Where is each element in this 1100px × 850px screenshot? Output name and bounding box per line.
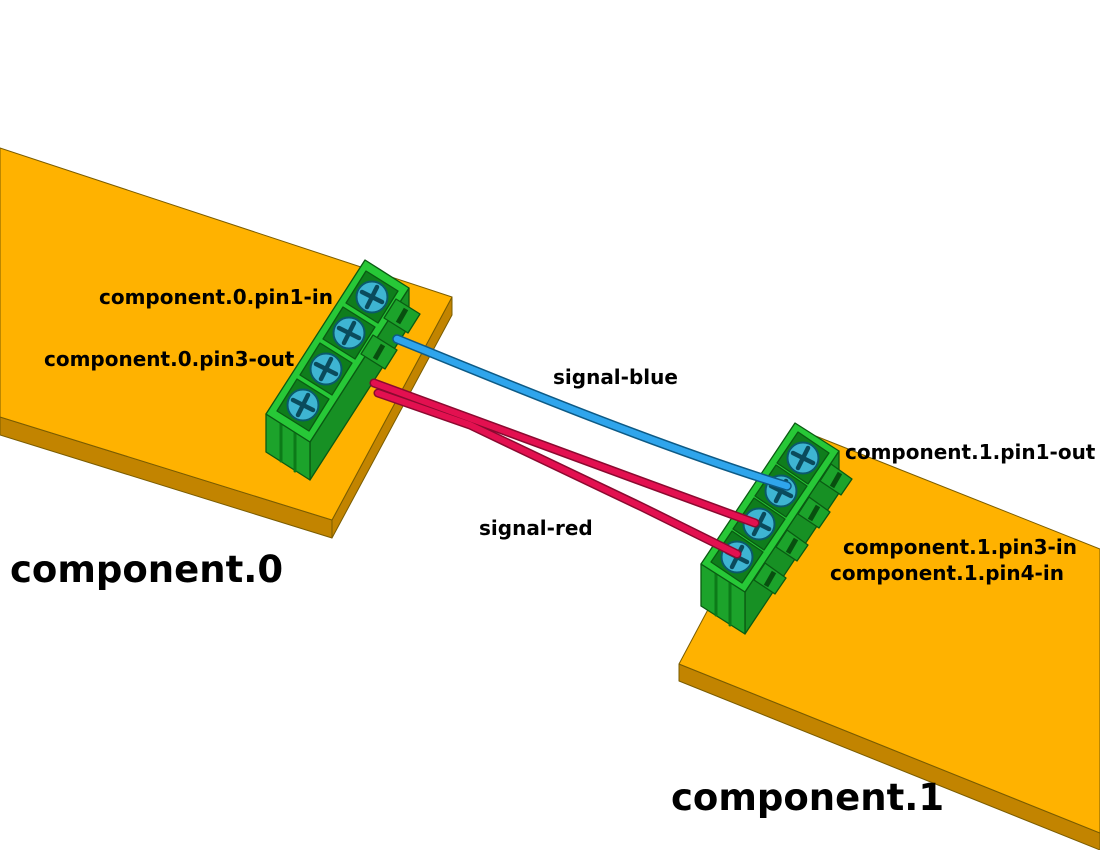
wire-red-core bbox=[371, 380, 758, 526]
connector-component-0[interactable] bbox=[265, 259, 421, 481]
screw-terminals-component-0 bbox=[276, 270, 399, 432]
component-0-title: component.0 bbox=[10, 548, 284, 591]
pin-label-component-0-pin3-out: component.0.pin3-out bbox=[44, 347, 295, 371]
pin-label-component-1-pin1-out: component.1.pin1-out bbox=[845, 440, 1096, 464]
wire-blue-core bbox=[393, 335, 791, 490]
signal-label-red: signal-red bbox=[479, 516, 593, 540]
wire-red-core bbox=[375, 390, 740, 557]
pin-label-component-1-pin3-in: component.1.pin3-in bbox=[843, 535, 1077, 559]
component-1-title: component.1 bbox=[671, 776, 945, 819]
pin-label-component-0-pin1-in: component.0.pin1-in bbox=[99, 285, 333, 309]
pin-label-component-1-pin4-in: component.1.pin4-in bbox=[830, 561, 1064, 585]
signal-label-blue: signal-blue bbox=[553, 365, 678, 389]
wire-signal-blue[interactable] bbox=[392, 334, 792, 491]
wire-signal-red[interactable] bbox=[369, 378, 760, 559]
